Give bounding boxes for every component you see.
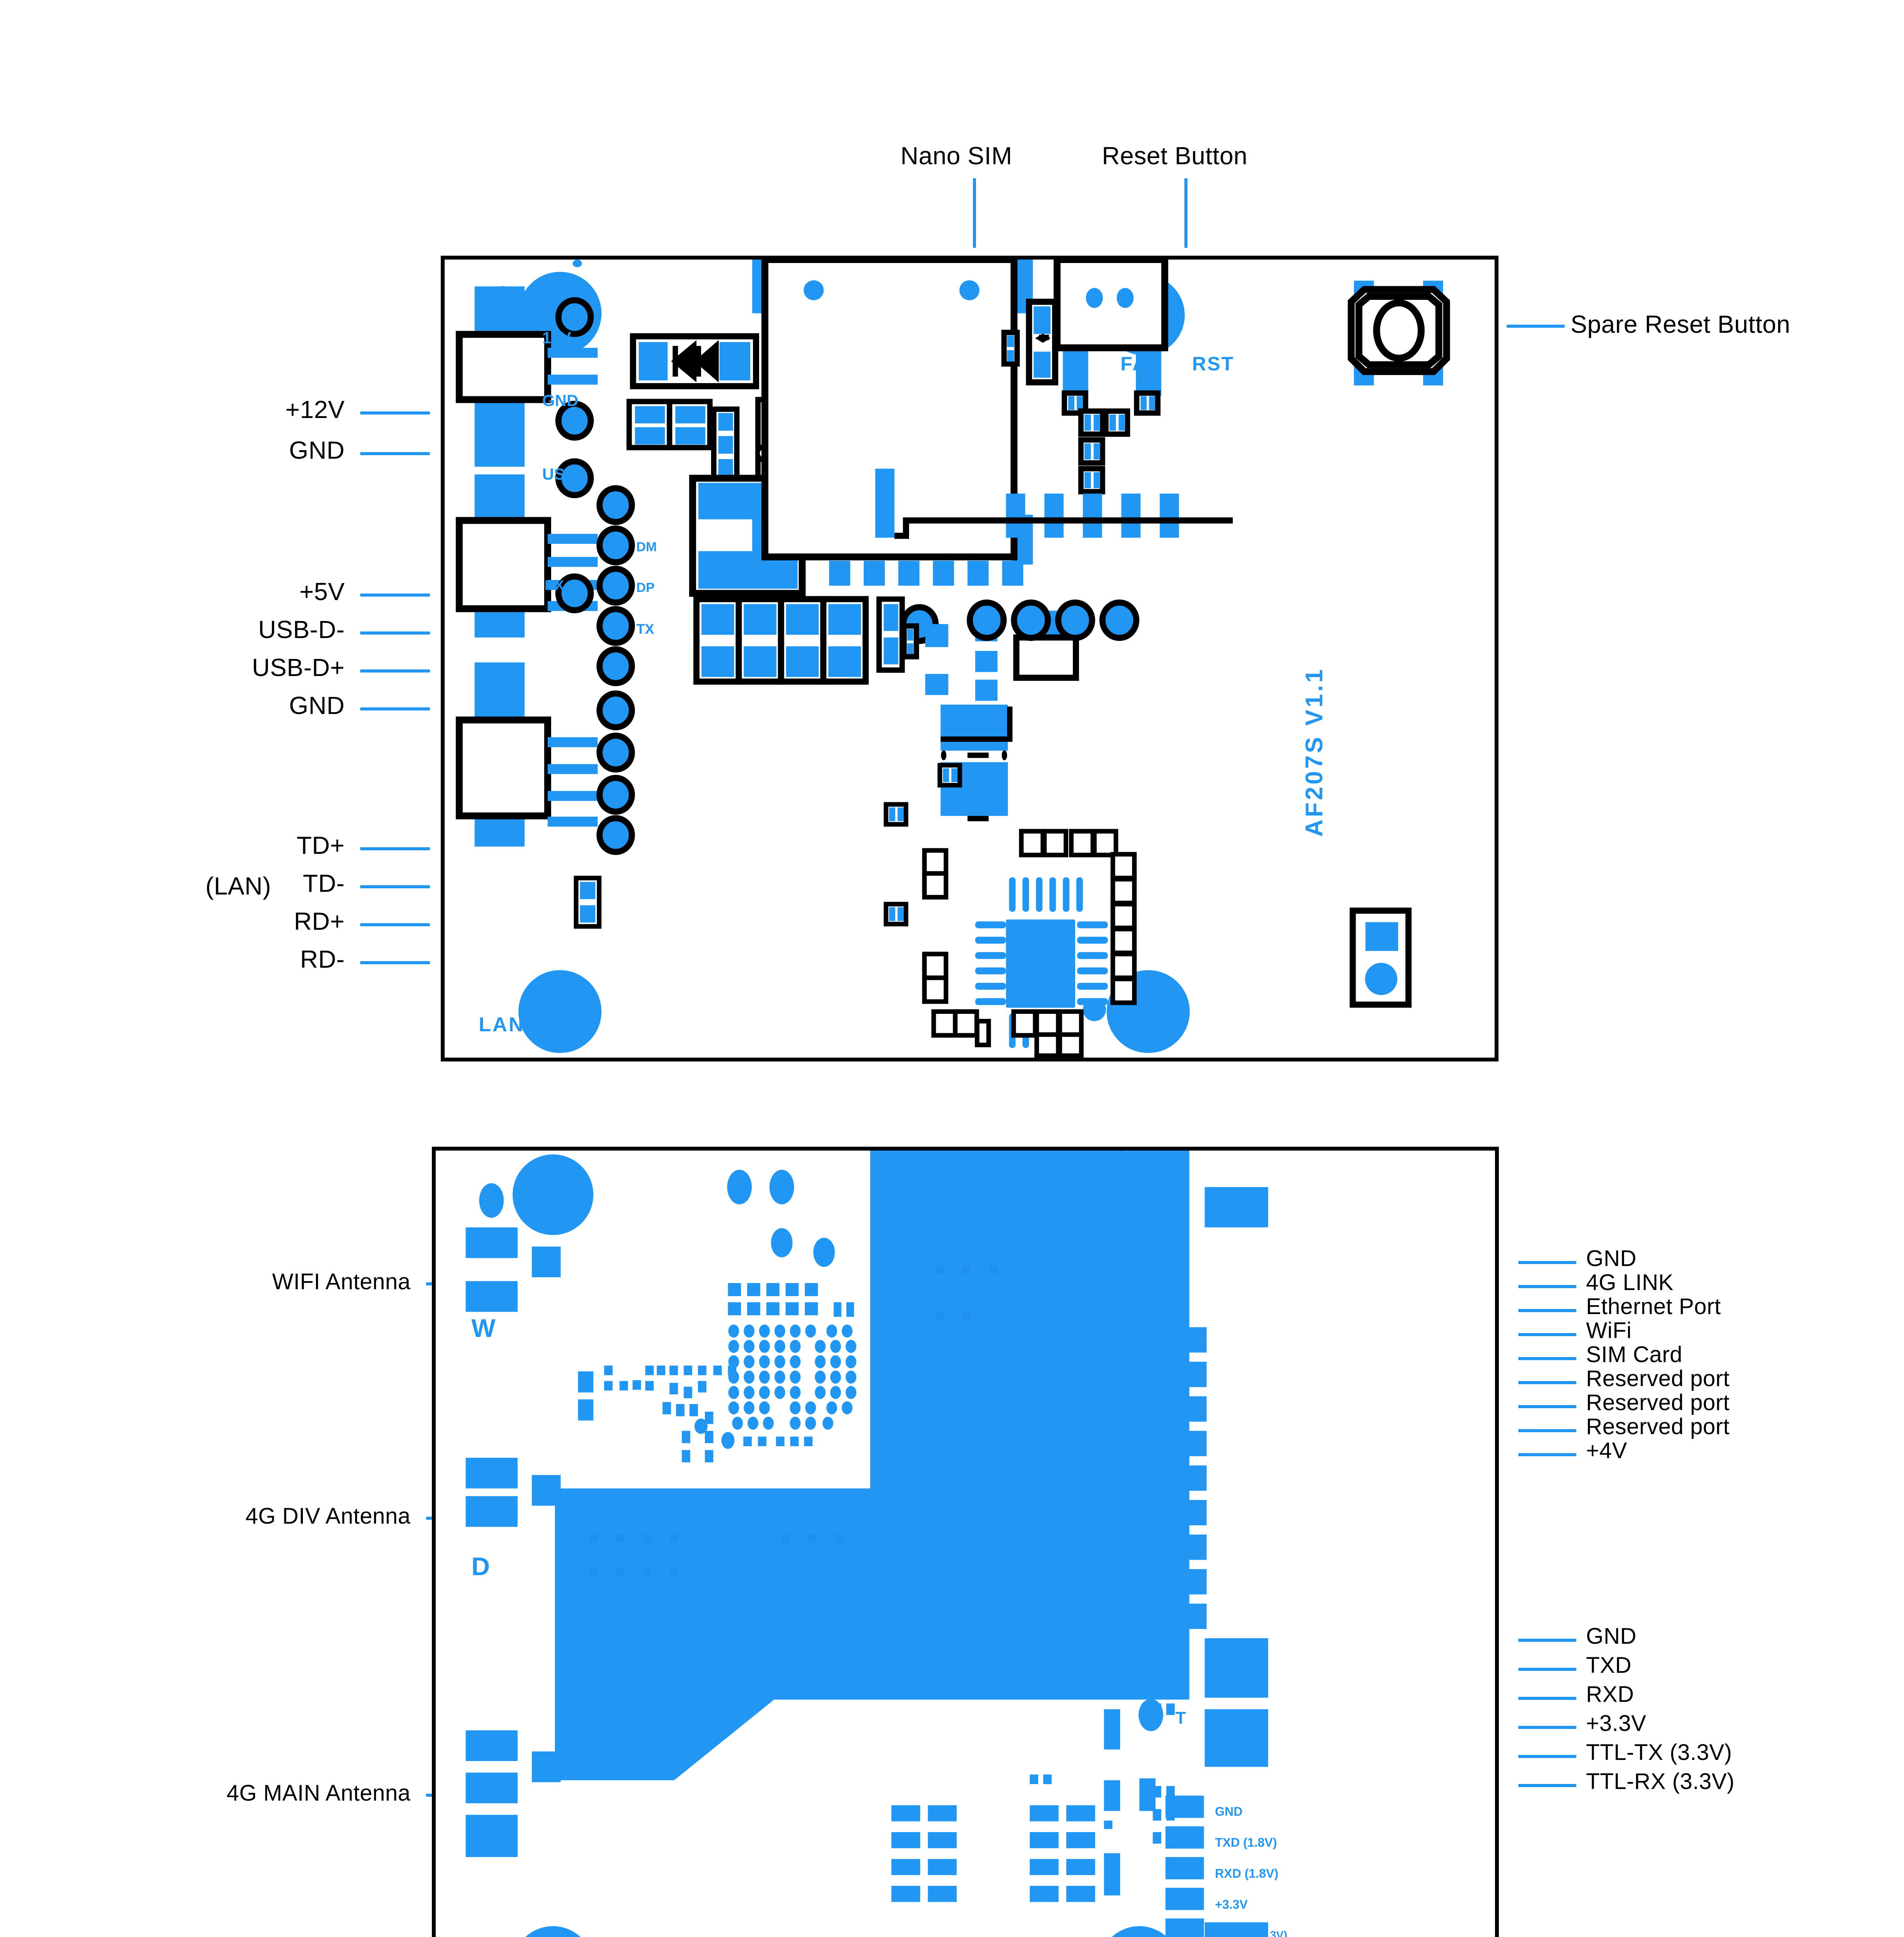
leader-led-reserved-2 xyxy=(1518,1405,1576,1408)
silk-usb: USB xyxy=(542,465,577,483)
silk-fac: FAC xyxy=(1120,353,1163,375)
silk-led-eth: ETH xyxy=(1125,1402,1153,1418)
leader-pin-12v xyxy=(360,411,430,415)
silk-led-gnd: GND xyxy=(1121,1333,1152,1349)
callout-nano-sim: Nano SIM xyxy=(900,142,1012,170)
silk-uart-rxd: RXD (1.8V) xyxy=(1215,1866,1278,1880)
leader-led-reserved-1 xyxy=(1518,1381,1576,1384)
pin-label-rd-minus: RD- xyxy=(300,945,345,973)
silk-tx: TX xyxy=(636,621,655,637)
pin-label-td-plus: TD+ xyxy=(296,831,345,859)
silk-uart-ttl-tx: TTL-TX (3.3V) xyxy=(1215,1929,1287,1937)
leader-led-reserved-3 xyxy=(1518,1429,1576,1432)
silk-dm: DM xyxy=(636,540,657,554)
callout-led-4g-link: 4G LINK xyxy=(1586,1270,1674,1295)
silk-led-wifi: WIFI xyxy=(1120,1437,1150,1453)
leader-pin-td-plus xyxy=(360,847,430,850)
callout-led-ethernet-port: Ethernet Port xyxy=(1586,1294,1721,1319)
leader-uart-ttl-tx xyxy=(1518,1755,1576,1758)
leader-pin-usb-dp xyxy=(360,669,430,673)
leader-led-sim-card xyxy=(1518,1357,1576,1360)
leader-led-ethernet-port xyxy=(1518,1309,1576,1312)
top-board-artwork xyxy=(455,260,1450,1058)
silk-gnd: GND xyxy=(542,391,579,409)
callout-uart-gnd: GND xyxy=(1586,1624,1637,1649)
callout-led-reserved-2: Reserved port xyxy=(1586,1390,1730,1415)
silk-lan: LAN xyxy=(479,1013,525,1036)
pin-label-5v: +5V xyxy=(299,578,345,606)
leader-pin-td-minus xyxy=(360,885,430,888)
leader-pin-gnd-usb xyxy=(360,707,430,710)
leader-pin-rd-minus xyxy=(360,961,430,964)
callout-led-gnd: GND xyxy=(1586,1246,1637,1271)
leader-led-4v xyxy=(1518,1453,1576,1456)
leader-pin-usb-dm xyxy=(360,631,430,635)
leader-spare-reset-button xyxy=(1507,325,1565,328)
leader-pin-5v xyxy=(360,593,430,597)
leader-pin-rd-plus xyxy=(360,923,430,926)
silk-led-sig2: SIG2 xyxy=(1118,1542,1150,1558)
silk-dp: DP xyxy=(636,580,655,595)
leader-led-4g-link xyxy=(1518,1285,1576,1288)
leader-pin-gnd-power xyxy=(360,452,430,455)
callout-wifi-antenna: WIFI Antenna xyxy=(272,1269,411,1294)
leader-uart-gnd xyxy=(1518,1639,1576,1642)
silk-testpoint-t: T xyxy=(1175,1708,1186,1727)
callout-uart-3v3: +3.3V xyxy=(1586,1711,1646,1736)
leader-uart-rxd xyxy=(1518,1697,1576,1700)
bottom-board-marking: AF207S V1.1 xyxy=(1106,1147,1133,1317)
silk-antenna-m: M xyxy=(471,1817,493,1846)
callout-led-4v: +4V xyxy=(1586,1438,1627,1463)
pin-label-usb-dp: USB-D+ xyxy=(252,654,345,681)
bottom-board-artwork xyxy=(466,1151,1268,1937)
silk-12v: 12V xyxy=(542,329,571,347)
silk-antenna-w: W xyxy=(471,1314,496,1342)
callout-reset-button: Reset Button xyxy=(1102,142,1248,170)
callout-4g-main-antenna: 4G MAIN Antenna xyxy=(227,1780,411,1806)
silk-uart-3v3: +3.3V xyxy=(1215,1897,1248,1911)
silk-rx: RX xyxy=(545,577,564,593)
callout-spare-reset-button: Spare Reset Button xyxy=(1571,310,1791,338)
leader-led-gnd xyxy=(1518,1261,1576,1264)
silk-led-4v: +4V xyxy=(1121,1612,1147,1627)
pin-label-gnd-usb: GND xyxy=(289,692,345,719)
callout-uart-ttl-tx: TTL-TX (3.3V) xyxy=(1586,1740,1732,1765)
bottom-board-outline: W D M GND LINK ETH WIFI SIM SIG3 SIG2 SI… xyxy=(432,1147,1499,1937)
leader-uart-3v3 xyxy=(1518,1726,1576,1729)
callout-uart-ttl-rx: TTL-RX (3.3V) xyxy=(1586,1769,1735,1794)
silk-uart-txd: TXD (1.8V) xyxy=(1215,1836,1277,1849)
silk-led-link: LINK xyxy=(1120,1368,1153,1383)
callout-led-wifi: WiFi xyxy=(1586,1318,1632,1343)
callout-led-reserved-3: Reserved port xyxy=(1586,1414,1730,1439)
callout-uart-txd: TXD xyxy=(1586,1653,1632,1678)
silk-led-sig1: SIG1 xyxy=(1118,1577,1150,1593)
pin-label-td-minus: TD- xyxy=(302,869,345,897)
pin-label-rd-plus: RD+ xyxy=(294,907,345,935)
callout-uart-rxd: RXD xyxy=(1586,1682,1634,1707)
callout-4g-div-antenna: 4G DIV Antenna xyxy=(245,1503,411,1529)
leader-uart-ttl-rx xyxy=(1518,1784,1576,1787)
pin-label-gnd-power: GND xyxy=(289,436,345,464)
group-label-lan: (LAN) xyxy=(205,872,271,900)
leader-reset-button xyxy=(1184,178,1187,248)
callout-led-sim-card: SIM Card xyxy=(1586,1342,1682,1367)
silk-antenna-d: D xyxy=(471,1552,490,1581)
leader-led-wifi xyxy=(1518,1333,1576,1336)
silk-led-sig3: SIG3 xyxy=(1118,1507,1150,1523)
pin-label-12v: +12V xyxy=(285,396,345,423)
leader-uart-txd xyxy=(1518,1668,1576,1671)
silk-led-sim: SIM xyxy=(1126,1472,1151,1488)
top-board-marking: AF207S V1.1 xyxy=(1301,667,1328,837)
top-board-outline: 12V GND USB DM DP RX TX LAN FAC RST AF20… xyxy=(441,256,1498,1061)
silk-rst: RST xyxy=(1192,353,1234,375)
leader-nano-sim xyxy=(973,178,976,248)
pin-label-usb-dm: USB-D- xyxy=(258,616,345,643)
silk-testpoint-r: R xyxy=(1175,1656,1188,1675)
silk-uart-gnd: GND xyxy=(1215,1805,1243,1818)
callout-led-reserved-1: Reserved port xyxy=(1586,1366,1730,1391)
